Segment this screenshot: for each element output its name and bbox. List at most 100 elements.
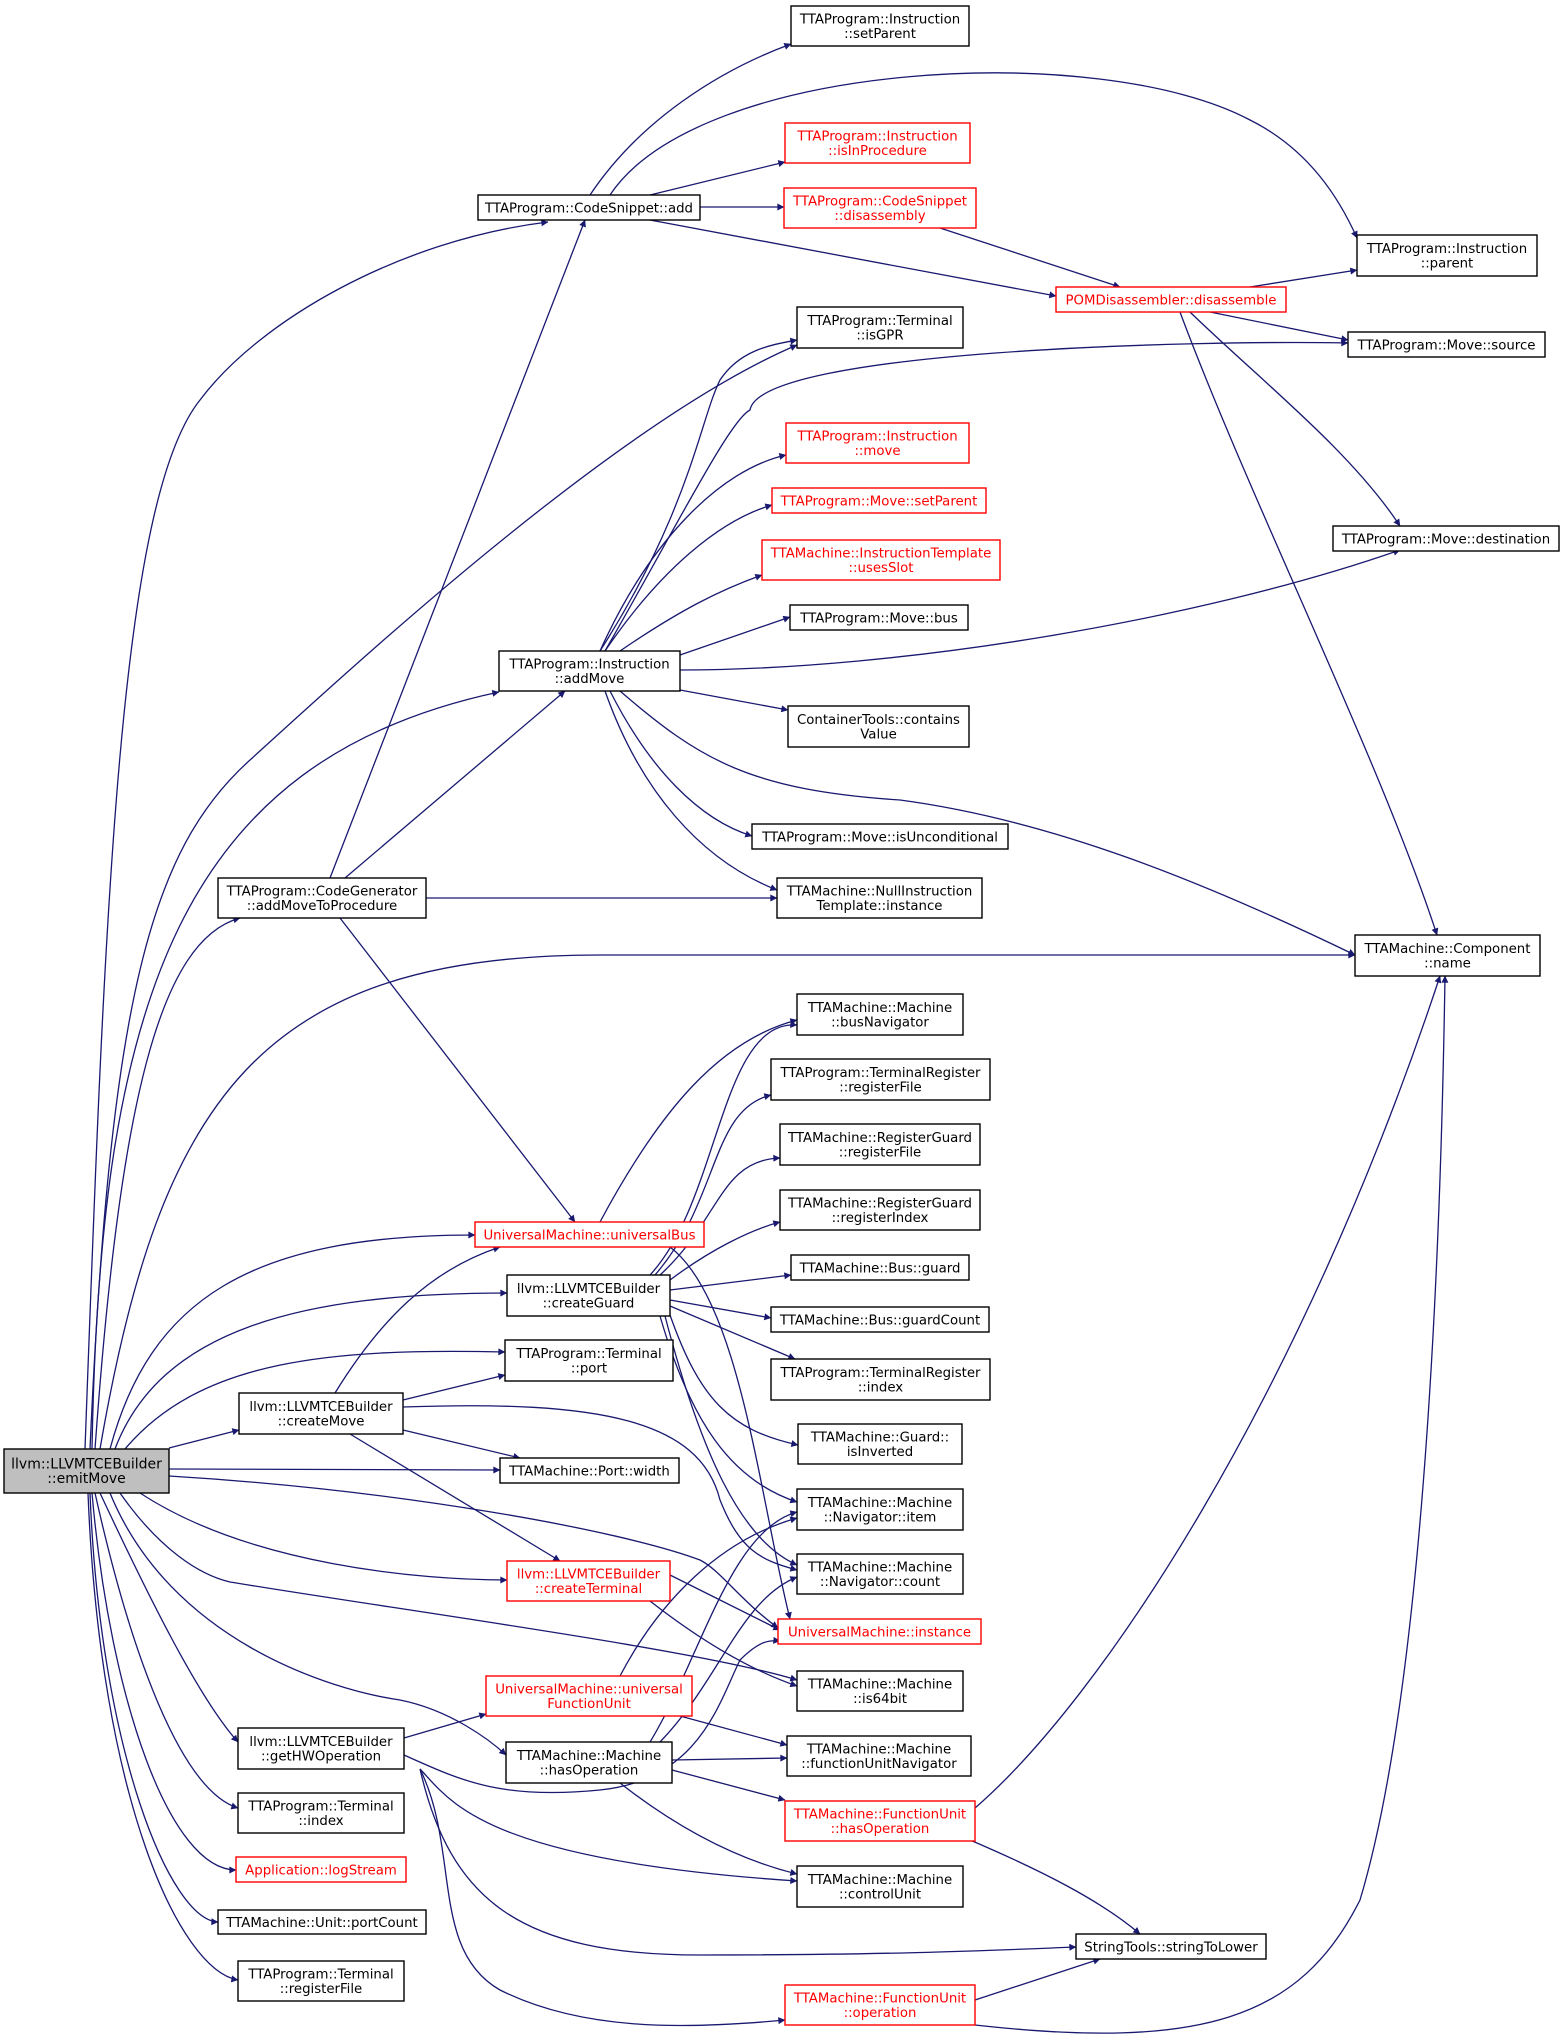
node-fu-operation[interactable]: TTAMachine::FunctionUnit::operation [784, 1984, 976, 2026]
node-move-destination[interactable]: TTAProgram::Move::destination [1332, 525, 1560, 552]
node-instr-move[interactable]: TTAProgram::Instruction::move [785, 422, 970, 464]
node-box[interactable] [797, 1423, 963, 1465]
node-universal-bus[interactable]: UniversalMachine::universalBus [474, 1221, 705, 1248]
node-is-in-procedure[interactable]: TTAProgram::Instruction::isInProcedure [784, 122, 971, 164]
node-box[interactable] [485, 1675, 693, 1717]
node-box[interactable] [761, 539, 1001, 581]
node-um-instance[interactable]: UniversalMachine::instance [777, 1618, 982, 1645]
node-emit-move[interactable]: llvm::LLVMTCEBuilder::emitMove [3, 1448, 170, 1494]
node-nav-item[interactable]: TTAMachine::Machine::Navigator::item [796, 1488, 964, 1531]
node-box[interactable] [796, 1488, 964, 1531]
node-box[interactable] [477, 194, 701, 221]
node-get-hwoperation[interactable]: llvm::LLVMTCEBuilder::getHWOperation [237, 1727, 405, 1770]
node-is-gpr[interactable]: TTAProgram::Terminal::isGPR [796, 306, 964, 349]
node-box[interactable] [238, 1392, 404, 1435]
node-box[interactable] [498, 650, 681, 692]
node-box[interactable] [504, 1339, 674, 1382]
node-fu-navigator[interactable]: TTAMachine::Machine::functionUnitNavigat… [786, 1735, 972, 1777]
node-add-move[interactable]: TTAProgram::Instruction::addMove [498, 650, 681, 692]
node-bus-navigator[interactable]: TTAMachine::Machine::busNavigator [796, 993, 964, 1036]
node-pom-disassemble[interactable]: POMDisassembler::disassemble [1055, 286, 1287, 313]
node-box[interactable] [499, 1457, 680, 1484]
node-terminal-index[interactable]: TTAProgram::Terminal::index [237, 1792, 405, 1834]
node-box[interactable] [777, 1618, 982, 1645]
node-box[interactable] [796, 306, 964, 349]
node-box[interactable] [770, 1058, 991, 1101]
node-log-stream[interactable]: Application::logStream [235, 1856, 407, 1883]
node-box[interactable] [784, 1800, 976, 1842]
node-box[interactable] [1332, 525, 1560, 552]
node-box[interactable] [785, 422, 970, 464]
node-box[interactable] [783, 187, 977, 229]
node-box[interactable] [784, 1984, 976, 2026]
node-box[interactable] [796, 1553, 964, 1595]
node-create-terminal[interactable]: llvm::LLVMTCEBuilder::createTerminal [506, 1560, 671, 1602]
node-move-source[interactable]: TTAProgram::Move::source [1347, 331, 1546, 358]
node-instr-parent[interactable]: TTAProgram::Instruction::parent [1356, 234, 1538, 277]
node-box[interactable] [1055, 286, 1287, 313]
node-component-name[interactable]: TTAMachine::Component::name [1354, 934, 1541, 977]
node-add[interactable]: TTAProgram::CodeSnippet::add [477, 194, 701, 221]
node-box[interactable] [506, 1560, 671, 1602]
node-term-reg-index[interactable]: TTAProgram::TerminalRegister::index [770, 1358, 991, 1401]
node-box[interactable] [1356, 234, 1538, 277]
node-box[interactable] [1354, 934, 1541, 977]
node-nav-count[interactable]: TTAMachine::Machine::Navigator::count [796, 1553, 964, 1595]
node-set-parent-instr[interactable]: TTAProgram::Instruction::setParent [790, 5, 970, 47]
node-bus-guard-count[interactable]: TTAMachine::Bus::guardCount [770, 1306, 990, 1333]
node-box[interactable] [237, 1727, 405, 1770]
node-term-reg-register-file[interactable]: TTAProgram::TerminalRegister::registerFi… [770, 1058, 991, 1101]
node-box[interactable] [770, 1358, 991, 1401]
node-reg-guard-register-index[interactable]: TTAMachine::RegisterGuard::registerIndex [779, 1189, 981, 1231]
node-port-width[interactable]: TTAMachine::Port::width [499, 1457, 680, 1484]
node-box[interactable] [217, 1909, 427, 1935]
node-box[interactable] [779, 1189, 981, 1231]
node-uses-slot[interactable]: TTAMachine::InstructionTemplate::usesSlo… [761, 539, 1001, 581]
node-box[interactable] [771, 487, 987, 514]
node-box[interactable] [770, 1306, 990, 1333]
node-null-instr-template[interactable]: TTAMachine::NullInstructionTemplate::ins… [776, 877, 983, 919]
node-fu-has-operation[interactable]: TTAMachine::FunctionUnit::hasOperation [784, 1800, 976, 1842]
node-box[interactable] [786, 1735, 972, 1777]
node-create-move[interactable]: llvm::LLVMTCEBuilder::createMove [238, 1392, 404, 1435]
node-add-move-to-procedure[interactable]: TTAProgram::CodeGenerator::addMoveToProc… [217, 877, 427, 919]
node-box[interactable] [751, 823, 1009, 850]
node-box[interactable] [796, 1670, 964, 1712]
node-box[interactable] [506, 1274, 671, 1317]
node-box[interactable] [237, 1792, 405, 1834]
node-box[interactable] [235, 1856, 407, 1883]
node-terminal-port[interactable]: TTAProgram::Terminal::port [504, 1339, 674, 1382]
node-create-guard[interactable]: llvm::LLVMTCEBuilder::createGuard [506, 1274, 671, 1317]
node-string-to-lower[interactable]: StringTools::stringToLower [1075, 1933, 1267, 1960]
node-move-set-parent[interactable]: TTAProgram::Move::setParent [771, 487, 987, 514]
node-box[interactable] [474, 1221, 705, 1248]
node-unit-port-count[interactable]: TTAMachine::Unit::portCount [217, 1909, 427, 1935]
node-terminal-register-file[interactable]: TTAProgram::Terminal::registerFile [237, 1960, 405, 2002]
node-reg-guard-register-file[interactable]: TTAMachine::RegisterGuard::registerFile [779, 1123, 981, 1166]
node-box[interactable] [789, 604, 969, 631]
node-box[interactable] [796, 993, 964, 1036]
node-box[interactable] [796, 1865, 964, 1908]
node-is-unconditional[interactable]: TTAProgram::Move::isUnconditional [751, 823, 1009, 850]
node-box[interactable] [790, 1254, 970, 1281]
node-box[interactable] [787, 705, 970, 748]
node-has-operation-machine[interactable]: TTAMachine::Machine::hasOperation [505, 1741, 673, 1784]
node-box[interactable] [779, 1123, 981, 1166]
node-box[interactable] [776, 877, 983, 919]
node-bus-guard[interactable]: TTAMachine::Bus::guard [790, 1254, 970, 1281]
node-is64bit[interactable]: TTAMachine::Machine::is64bit [796, 1670, 964, 1712]
node-box[interactable] [217, 877, 427, 919]
node-box[interactable] [3, 1448, 170, 1494]
node-move-bus[interactable]: TTAProgram::Move::bus [789, 604, 969, 631]
node-box[interactable] [1075, 1933, 1267, 1960]
node-box[interactable] [1347, 331, 1546, 358]
node-disassembly-snippet[interactable]: TTAProgram::CodeSnippet::disassembly [783, 187, 977, 229]
node-box[interactable] [784, 122, 971, 164]
node-box[interactable] [237, 1960, 405, 2002]
node-is-inverted[interactable]: TTAMachine::Guard::isInverted [797, 1423, 963, 1465]
node-box[interactable] [505, 1741, 673, 1784]
node-control-unit[interactable]: TTAMachine::Machine::controlUnit [796, 1865, 964, 1908]
node-box[interactable] [790, 5, 970, 47]
